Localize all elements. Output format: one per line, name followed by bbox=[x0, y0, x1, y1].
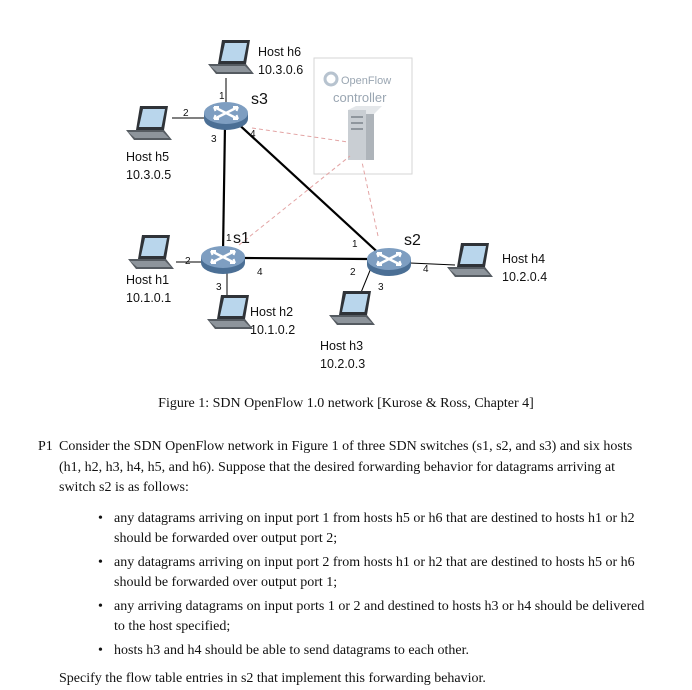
s3-port-4: 4 bbox=[250, 129, 256, 140]
host-h3-ip: 10.2.0.3 bbox=[320, 357, 365, 371]
host-h5-laptop-icon bbox=[126, 106, 172, 140]
bullet-icon: • bbox=[98, 642, 103, 658]
list-item-text: any datagrams arriving on input port 2 f… bbox=[114, 554, 635, 591]
s1-port-1: 1 bbox=[226, 233, 232, 244]
host-h1-laptop-icon bbox=[128, 235, 174, 269]
host-h5-ip: 10.3.0.5 bbox=[126, 168, 171, 182]
list-item-text: any arriving datagrams on input ports 1 … bbox=[114, 598, 645, 635]
list-item-text: any datagrams arriving on input port 1 f… bbox=[114, 510, 635, 547]
control-links bbox=[238, 127, 379, 246]
server-icon bbox=[348, 106, 382, 160]
host-h3-laptop-icon bbox=[329, 291, 375, 325]
s2-port-3: 3 bbox=[378, 282, 384, 293]
host-h3-name: Host h3 bbox=[320, 339, 363, 353]
data-links bbox=[221, 119, 386, 261]
controller-label: controller bbox=[333, 90, 387, 105]
host-h1-name: Host h1 bbox=[126, 273, 169, 287]
requirements-list: • any datagrams arriving on input port 1 … bbox=[59, 509, 654, 662]
network-figure: OpenFlow controller s3 s1 s2 bbox=[126, 40, 547, 371]
bullet-icon: • bbox=[98, 598, 103, 614]
list-item: • any datagrams arriving on input port 1 … bbox=[98, 509, 654, 550]
s3-port-1: 1 bbox=[219, 91, 225, 102]
bullet-icon: • bbox=[98, 510, 103, 526]
switch-s1 bbox=[199, 244, 247, 276]
switch-s1-label: s1 bbox=[233, 230, 250, 247]
host-h5-name: Host h5 bbox=[126, 150, 169, 164]
list-item: • any arriving datagrams on input ports 1… bbox=[98, 597, 654, 638]
s1-port-4: 4 bbox=[257, 267, 263, 278]
host-h6-ip: 10.3.0.6 bbox=[258, 63, 303, 77]
host-h6-name: Host h6 bbox=[258, 45, 301, 59]
s1-port-2: 2 bbox=[185, 256, 191, 267]
host-h6-laptop-icon bbox=[208, 40, 254, 74]
list-item: • any datagrams arriving on input port 2 … bbox=[98, 553, 654, 594]
host-h2-ip: 10.1.0.2 bbox=[250, 323, 295, 337]
host-h4-laptop-icon bbox=[447, 243, 493, 277]
problem-closing: Specify the flow table entries in s2 tha… bbox=[59, 671, 486, 686]
host-h1-ip: 10.1.0.1 bbox=[126, 291, 171, 305]
s2-port-2: 2 bbox=[350, 267, 356, 278]
switch-s2-label: s2 bbox=[404, 232, 421, 249]
openflow-logo-icon bbox=[323, 71, 339, 87]
s2-port-1: 1 bbox=[352, 239, 358, 250]
host-h4-name: Host h4 bbox=[502, 252, 545, 266]
problem-p1: P1 Consider the SDN OpenFlow network in … bbox=[38, 437, 654, 690]
s3-port-3: 3 bbox=[211, 134, 217, 145]
problem-label: P1 bbox=[38, 439, 53, 454]
switch-s3 bbox=[202, 100, 250, 132]
s2-port-4: 4 bbox=[423, 264, 429, 275]
openflow-brand: OpenFlow bbox=[341, 75, 391, 87]
list-item: • hosts h3 and h4 should be able to send … bbox=[98, 641, 654, 662]
switch-s2 bbox=[365, 246, 413, 278]
s3-port-2: 2 bbox=[183, 108, 189, 119]
switch-s3-label: s3 bbox=[251, 91, 268, 108]
problem-intro: Consider the SDN OpenFlow network in Fig… bbox=[59, 439, 633, 495]
s1-port-3: 3 bbox=[216, 282, 222, 293]
bullet-icon: • bbox=[98, 554, 103, 570]
list-item-text: hosts h3 and h4 should be able to send d… bbox=[114, 642, 469, 658]
figure-caption: Figure 1: SDN OpenFlow 1.0 network [Kuro… bbox=[158, 396, 534, 411]
host-h2-laptop-icon bbox=[207, 295, 253, 329]
host-h2-name: Host h2 bbox=[250, 305, 293, 319]
host-h4-ip: 10.2.0.4 bbox=[502, 270, 547, 284]
